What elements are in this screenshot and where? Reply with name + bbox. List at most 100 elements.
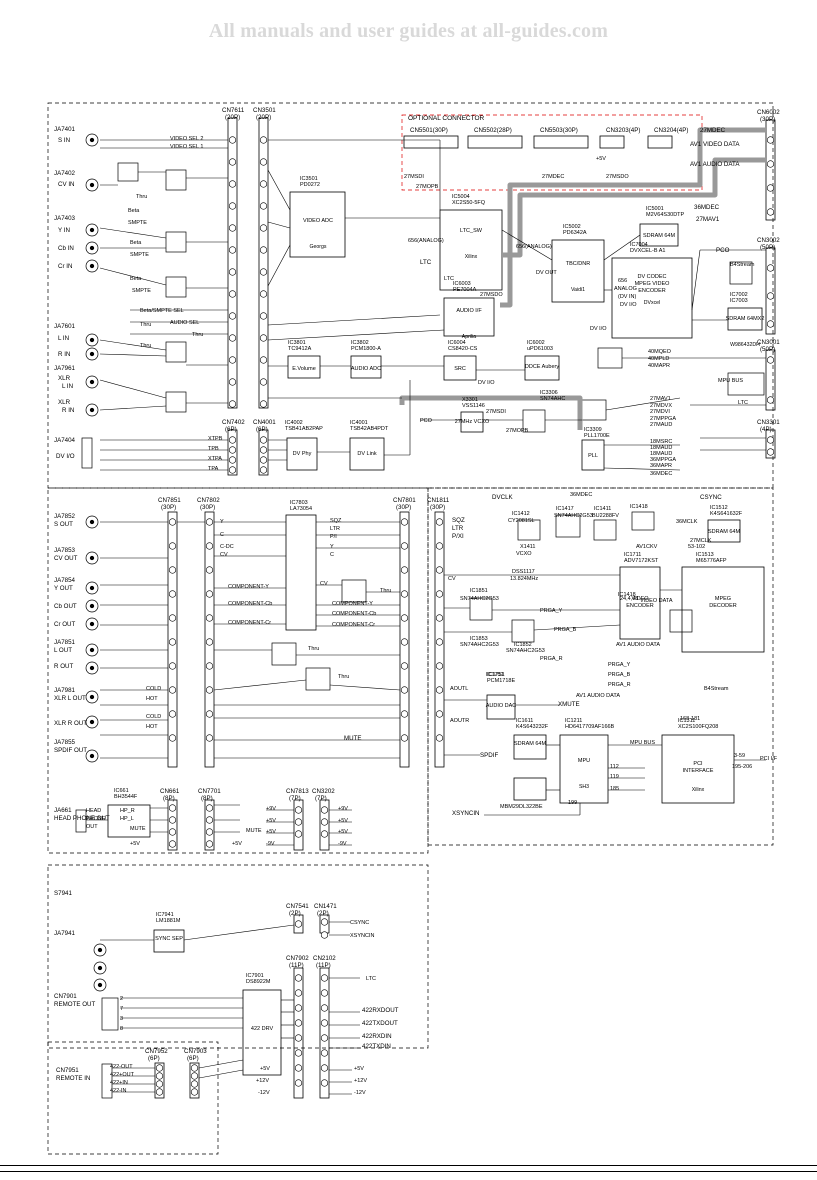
net-label: 36MAPR xyxy=(650,463,672,469)
net-label: CV xyxy=(320,581,328,587)
net-label: MUTE xyxy=(246,828,262,834)
ic3306-name: IC3306 xyxy=(540,390,558,396)
net-label: XTPA xyxy=(208,456,222,462)
ic1711-function: ENCODER xyxy=(626,603,654,609)
net-label: IC1418 xyxy=(618,592,636,598)
jack-center xyxy=(89,585,95,591)
cn7402-body xyxy=(227,429,238,476)
net-label: COLD xyxy=(146,686,161,692)
ic5001-function: SDRAM 64M xyxy=(643,233,676,239)
ic6003-name: IC6003 xyxy=(453,281,471,287)
net-label: PCI I/F xyxy=(760,756,778,762)
ic7901-part: DS8922M xyxy=(246,979,271,985)
connector-pin xyxy=(259,456,268,464)
cn661-pincount: (8P) xyxy=(163,795,175,802)
cn7952-label: CN7952 xyxy=(145,1048,168,1055)
jack-y-in: Y IN xyxy=(58,227,70,234)
cn4001-label: CN4001 xyxy=(253,419,276,426)
jack-center xyxy=(97,947,103,953)
connector-pin xyxy=(320,1049,329,1057)
net-label: IC1851 xyxy=(470,588,488,594)
net-label: MPU BUS xyxy=(630,740,655,746)
connector-pin xyxy=(400,590,409,598)
ic4001-box xyxy=(349,437,385,471)
ic7004-part: DVXCEL-B A1 xyxy=(630,248,665,254)
net-label: PRGA_Y xyxy=(540,608,563,614)
cn3501-pincount: (20P) xyxy=(256,114,271,121)
cn2102-pincount: (11P) xyxy=(316,962,331,969)
cn7402-label: CN7402 xyxy=(222,419,245,426)
net-label: CV xyxy=(448,576,456,582)
net-label: PRGA_B xyxy=(608,672,631,678)
connector-pin xyxy=(400,566,409,574)
cn3202-label: CN3202 xyxy=(312,788,335,795)
cn7903-label: CN7903 xyxy=(184,1048,207,1055)
bottom-jack-label: REMOTE OUT xyxy=(54,1001,95,1008)
cn7701-body xyxy=(204,799,215,851)
connector-pin xyxy=(228,180,237,188)
ic4002-name: IC4002 xyxy=(285,420,303,426)
optional-connector-item: CN3203(4P) xyxy=(606,127,640,134)
net-label: CSYNC xyxy=(350,920,369,926)
connector-pin xyxy=(294,1034,303,1042)
net-label: 36MPPGA xyxy=(650,457,676,463)
connector-pin xyxy=(435,710,444,718)
connector-pin xyxy=(205,542,214,550)
connector-pin xyxy=(766,264,775,272)
net-label: +5V xyxy=(354,1066,364,1072)
jack-symbol xyxy=(85,617,99,631)
connector-pin xyxy=(259,400,268,408)
connector-pin xyxy=(168,828,177,836)
net-label: +5V xyxy=(266,829,276,835)
connector-pin xyxy=(294,830,303,838)
connector-pin xyxy=(168,816,177,824)
cn3501-body xyxy=(258,117,269,409)
connector-pin xyxy=(168,804,177,812)
ic5004-part: XC2S50-5FQ xyxy=(452,200,486,206)
grey-buses xyxy=(399,127,766,430)
connector-pin xyxy=(205,638,214,646)
ic3801-name: IC3801 xyxy=(288,340,306,346)
jack-ja7403: JA7403 xyxy=(54,215,76,222)
jack-cb-in: Cb IN xyxy=(58,245,74,252)
bottom-jack-id: JA661 xyxy=(54,807,72,814)
ic1611-name: IC1611 xyxy=(516,718,533,724)
cn2102-label: CN2102 xyxy=(313,955,336,962)
connector-pin xyxy=(259,312,268,320)
ic6003-function: AUDIO I/F xyxy=(456,308,482,314)
bottom-jack-label: SPDIF OUT xyxy=(54,747,87,754)
bottom-jack-label: XLR R OUT xyxy=(54,720,87,727)
signal-label: 422RXDIN xyxy=(362,1033,392,1040)
net-label: COMPONENT-Cb xyxy=(332,611,376,617)
bottom-jack-label: Y OUT xyxy=(54,585,73,592)
cn7802-body xyxy=(204,511,215,768)
connector-pin xyxy=(320,1004,329,1012)
net-label: 3 xyxy=(120,1016,123,1022)
ic1711-box xyxy=(619,566,661,640)
net-label: Thru xyxy=(136,194,147,200)
connector-pin xyxy=(190,1080,199,1088)
net-label: 422+IN xyxy=(110,1080,128,1086)
cn7701-label: CN7701 xyxy=(198,788,221,795)
jack-symbol xyxy=(85,749,99,763)
connector-pin xyxy=(400,638,409,646)
net-label: IC1418 xyxy=(630,504,648,510)
jack-r-in: R IN xyxy=(58,351,70,358)
jack-center xyxy=(89,182,95,188)
connector-pin xyxy=(228,456,237,464)
jack-l-in: L IN xyxy=(58,335,69,342)
net-label: 422+OUT xyxy=(110,1072,135,1078)
connector-pin xyxy=(228,334,237,342)
net-label: Thru xyxy=(192,332,203,338)
ic3501-name: IC3501 xyxy=(300,176,318,182)
ic3309-part: PLL1700E xyxy=(584,433,610,439)
connector-pin xyxy=(228,378,237,386)
net-label: 7 xyxy=(120,1006,123,1012)
connector-pin xyxy=(168,566,177,574)
cn7813-pincount: (7P) xyxy=(289,795,301,802)
ic6003-sub: Aprilia xyxy=(462,334,477,340)
connector-pin xyxy=(168,686,177,694)
net-label: 13.824MHz xyxy=(510,576,538,582)
jack-symbol xyxy=(85,375,99,389)
jack-center xyxy=(89,379,95,385)
